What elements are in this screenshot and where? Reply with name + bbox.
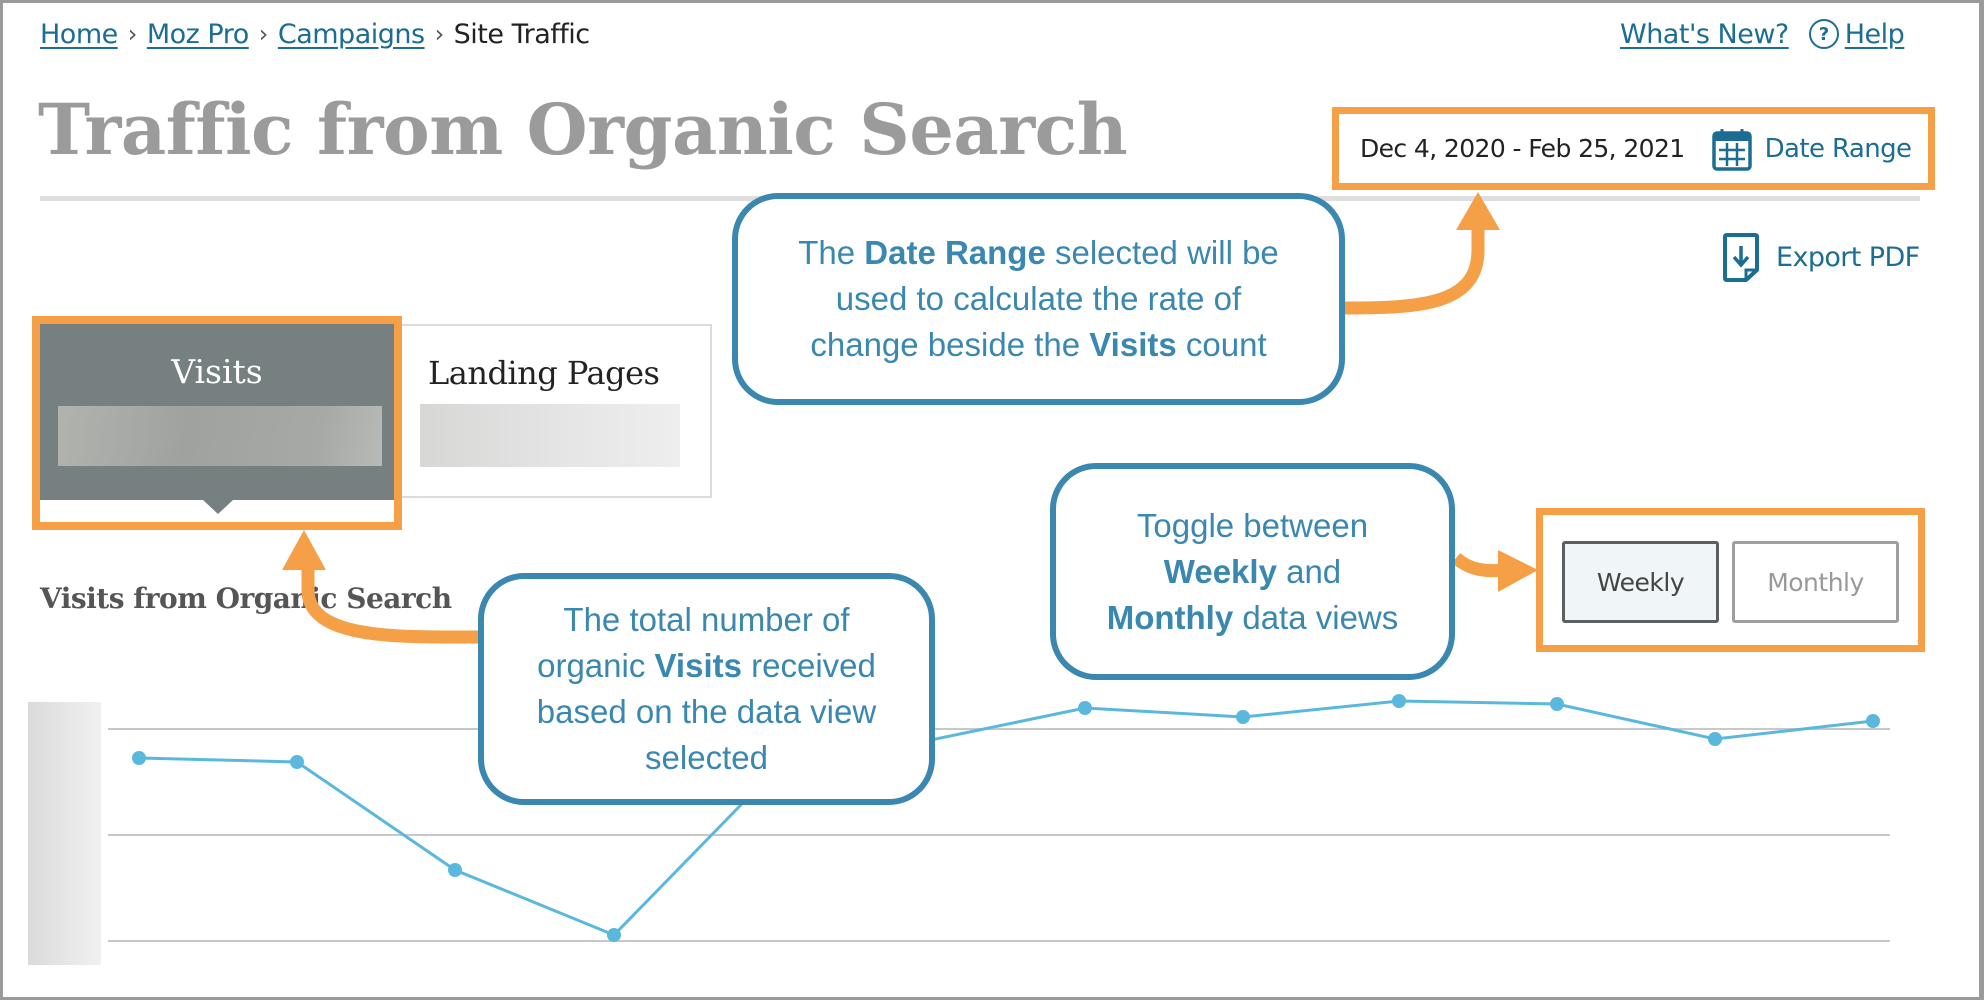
tab-landing-pages-value-redacted [420,404,680,467]
date-range-button[interactable]: Date Range [1711,126,1912,172]
callout-toggle-text: Toggle between Weekly and Monthly data v… [1106,506,1399,636]
weekly-toggle-button[interactable]: Weekly [1562,541,1719,623]
breadcrumb-separator: › [258,20,269,48]
breadcrumb-moz-pro[interactable]: Moz Pro [146,18,249,50]
help-link-group[interactable]: ? Help [1808,18,1905,50]
calendar-icon [1711,128,1752,171]
callout-visits-text: The total number of organic Visits recei… [536,601,877,776]
export-pdf-button[interactable]: Export PDF [1722,232,1920,282]
breadcrumb-current: Site Traffic [453,18,590,50]
chart-gridlines [108,728,1890,942]
date-range-highlight: Dec 4, 2020 - Feb 25, 2021 Date Range [1332,107,1935,190]
callout-visits: The total number of organic Visits recei… [478,573,935,805]
date-range-button-label: Date Range [1764,133,1912,164]
export-pdf-label: Export PDF [1776,241,1920,273]
date-range-value: Dec 4, 2020 - Feb 25, 2021 [1360,134,1685,163]
whats-new-link[interactable]: What's New? [1620,18,1789,50]
y-axis-labels-redacted [28,702,101,965]
tab-visits[interactable]: Visits [40,324,394,500]
breadcrumb-separator: › [434,20,445,48]
visits-series-line [138,699,1874,937]
help-circle-icon[interactable]: ? [1808,19,1839,49]
callout-toggle: Toggle between Weekly and Monthly data v… [1050,463,1455,680]
breadcrumb-home[interactable]: Home [40,18,118,50]
tab-landing-pages[interactable]: Landing Pages [402,324,712,498]
tab-visits-value-redacted [58,406,382,466]
tab-visits-label: Visits [171,352,263,391]
page-title: Traffic from Organic Search [38,88,1128,171]
breadcrumb: Home › Moz Pro › Campaigns › Site Traffi… [40,14,590,54]
callout-date-range-text: The Date Range selected will be used to … [798,234,1279,363]
active-tab-caret [203,500,233,514]
help-link[interactable]: Help [1844,18,1905,50]
breadcrumb-campaigns[interactable]: Campaigns [277,18,425,50]
pdf-download-icon [1723,233,1759,282]
monthly-toggle-button[interactable]: Monthly [1732,541,1899,623]
tab-landing-pages-label: Landing Pages [428,354,660,392]
breadcrumb-separator: › [127,20,138,48]
top-links: What's New? ? Help [1620,14,1905,54]
callout-date-range: The Date Range selected will be used to … [732,193,1345,405]
visits-series-points [132,694,1880,942]
